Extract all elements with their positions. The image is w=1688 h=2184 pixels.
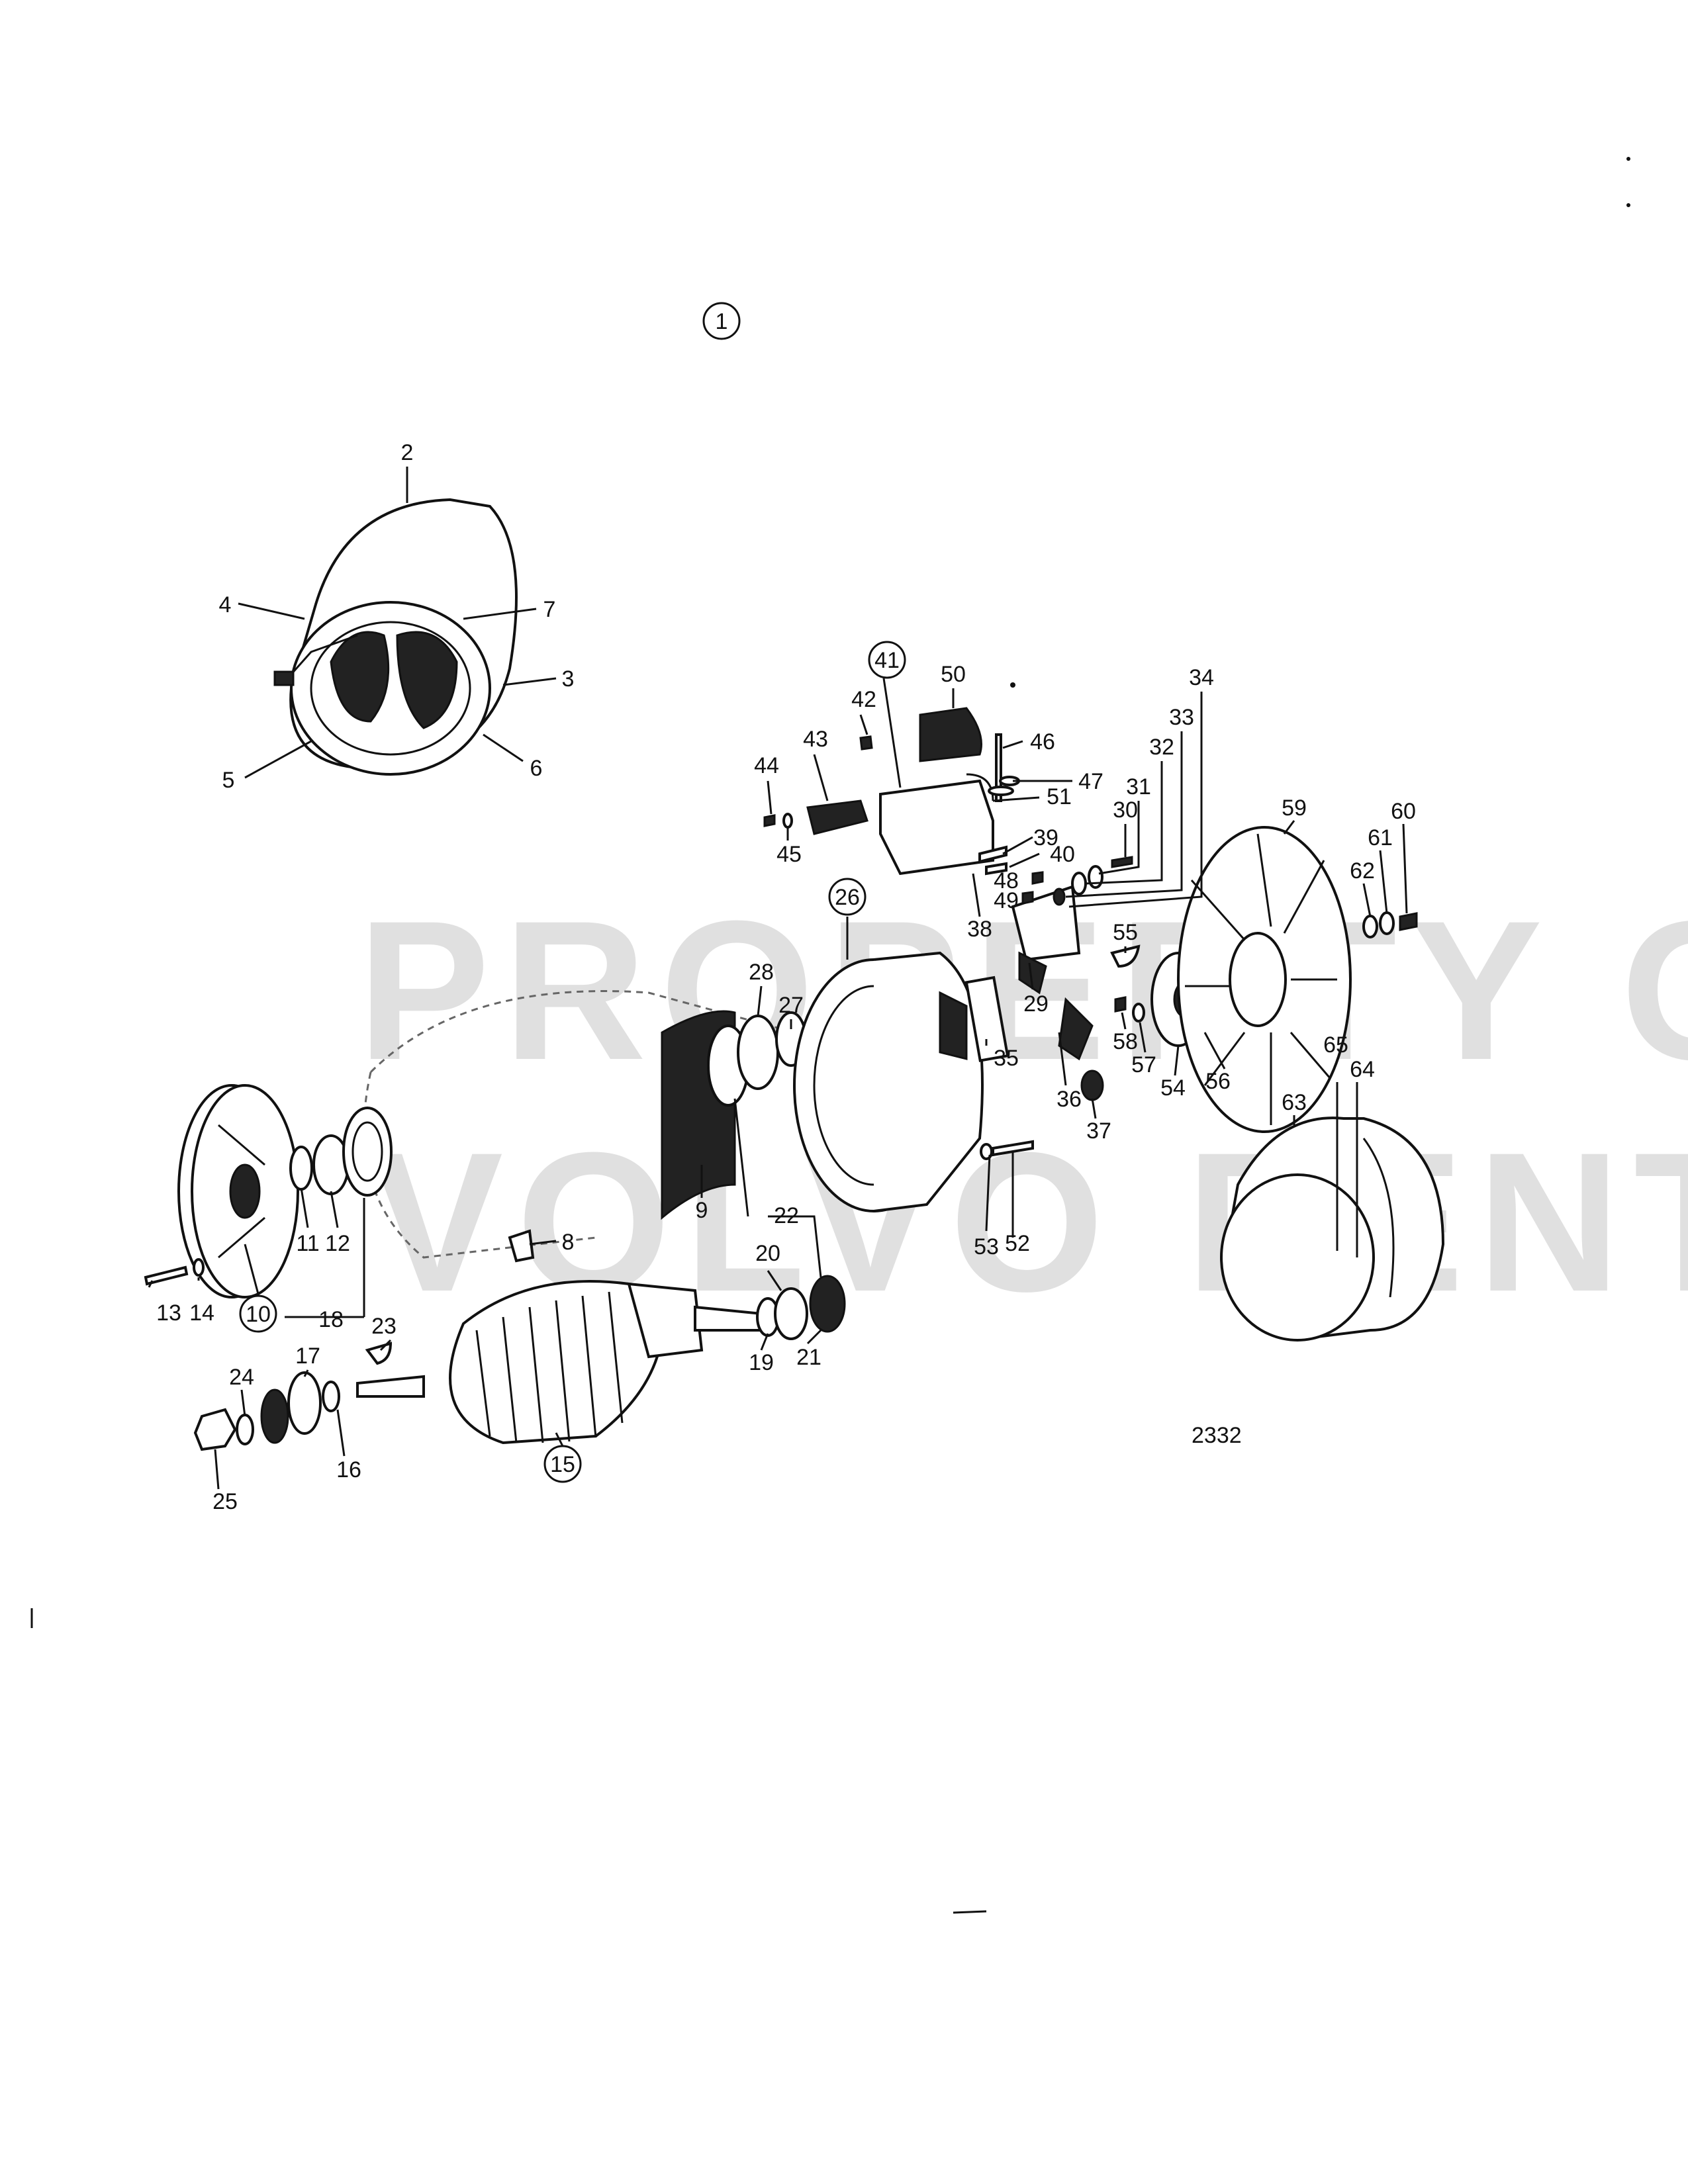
callout-10: 10 — [246, 1302, 271, 1327]
cooling-fan — [1177, 826, 1352, 1133]
callout-45: 45 — [776, 842, 802, 867]
callout-33: 33 — [1169, 705, 1194, 730]
small-fasteners — [763, 735, 1145, 1023]
callout-50: 50 — [941, 662, 966, 687]
callout-7: 7 — [543, 597, 556, 622]
callout-28: 28 — [749, 960, 774, 985]
callout-65: 65 — [1323, 1032, 1348, 1058]
callout-6: 6 — [530, 756, 543, 781]
callout-56: 56 — [1205, 1069, 1231, 1094]
callout-18: 18 — [318, 1307, 344, 1332]
callout-34: 34 — [1189, 665, 1214, 690]
callout-43: 43 — [803, 727, 828, 752]
callout-17: 17 — [295, 1343, 320, 1369]
callout-60: 60 — [1391, 799, 1416, 824]
callout-15: 15 — [550, 1452, 575, 1477]
callout-11: 11 — [296, 1231, 319, 1256]
fan-fastener-set — [1362, 911, 1418, 938]
figure-number: 2332 — [1192, 1423, 1242, 1448]
callout-52: 52 — [1005, 1231, 1030, 1256]
leader-lines — [148, 467, 1408, 1490]
callout-37: 37 — [1086, 1118, 1111, 1144]
pole-screw — [508, 1229, 535, 1263]
callout-22: 22 — [774, 1203, 799, 1228]
fan-key — [1110, 944, 1141, 968]
cover-band — [1220, 1116, 1445, 1342]
callout-4: 4 — [219, 592, 232, 617]
shaft-nut-stack — [193, 1371, 340, 1451]
callout-64: 64 — [1350, 1057, 1375, 1082]
callout-27: 27 — [778, 993, 804, 1018]
callout-13: 13 — [156, 1300, 181, 1326]
callout-58: 58 — [1113, 1029, 1138, 1054]
end-plate — [177, 1084, 299, 1298]
brush-bracket — [806, 799, 868, 835]
callout-63: 63 — [1282, 1090, 1307, 1115]
callout-36: 36 — [1056, 1087, 1082, 1112]
callout-40: 40 — [1050, 842, 1075, 867]
callout-20: 20 — [755, 1241, 780, 1266]
callout-30: 30 — [1113, 797, 1138, 823]
woodruff-key — [365, 1342, 393, 1365]
callout-21: 21 — [796, 1345, 821, 1370]
callout-51: 51 — [1047, 784, 1072, 809]
callout-42: 42 — [851, 687, 876, 712]
callout-9: 9 — [696, 1198, 708, 1223]
callout-2: 2 — [401, 440, 414, 465]
callout-3: 3 — [562, 666, 575, 692]
callout-55: 55 — [1113, 920, 1138, 945]
brush-arm-assembly — [1011, 885, 1104, 1101]
callout-14: 14 — [189, 1300, 214, 1326]
callout-35: 35 — [994, 1046, 1019, 1071]
callout-47: 47 — [1078, 769, 1103, 794]
callout-41: 41 — [874, 648, 900, 673]
callout-39: 39 — [1033, 825, 1058, 850]
callout-24: 24 — [229, 1365, 254, 1390]
scan-artifacts — [30, 157, 1630, 1914]
circled-callouts — [239, 302, 906, 1483]
callout-labels: 1 2 3 4 5 6 7 8 9 10 11 12 13 14 15 16 1… — [156, 309, 1416, 1514]
callout-1: 1 — [716, 309, 728, 334]
callout-46: 46 — [1030, 729, 1055, 754]
callout-61: 61 — [1368, 825, 1393, 850]
callout-5: 5 — [222, 768, 235, 793]
callout-49: 49 — [994, 888, 1019, 913]
end-plate-screw — [144, 1258, 205, 1286]
callout-12: 12 — [325, 1231, 350, 1256]
callout-44: 44 — [754, 753, 779, 778]
callout-38: 38 — [967, 917, 992, 942]
callout-48: 48 — [994, 868, 1019, 893]
callout-29: 29 — [1023, 991, 1049, 1017]
callout-8: 8 — [562, 1230, 575, 1255]
callout-16: 16 — [336, 1457, 361, 1482]
callout-25: 25 — [212, 1489, 238, 1514]
brush-holder-plate — [964, 976, 1009, 1062]
callout-26: 26 — [835, 885, 860, 910]
callout-62: 62 — [1350, 858, 1375, 884]
callout-57: 57 — [1131, 1052, 1156, 1077]
callout-53: 53 — [974, 1234, 999, 1259]
bearing-and-washers-left — [289, 1107, 393, 1197]
callout-31: 31 — [1126, 774, 1151, 799]
commutator-end-housing — [793, 951, 984, 1212]
armature — [356, 1280, 763, 1445]
stator-housing — [273, 498, 518, 776]
terminal-box — [879, 707, 994, 876]
callout-23: 23 — [371, 1314, 397, 1339]
callout-32: 32 — [1149, 735, 1174, 760]
callout-19: 19 — [749, 1350, 774, 1375]
callout-59: 59 — [1282, 796, 1307, 821]
callout-54: 54 — [1160, 1075, 1186, 1101]
armature-bearing-set — [756, 1275, 846, 1340]
